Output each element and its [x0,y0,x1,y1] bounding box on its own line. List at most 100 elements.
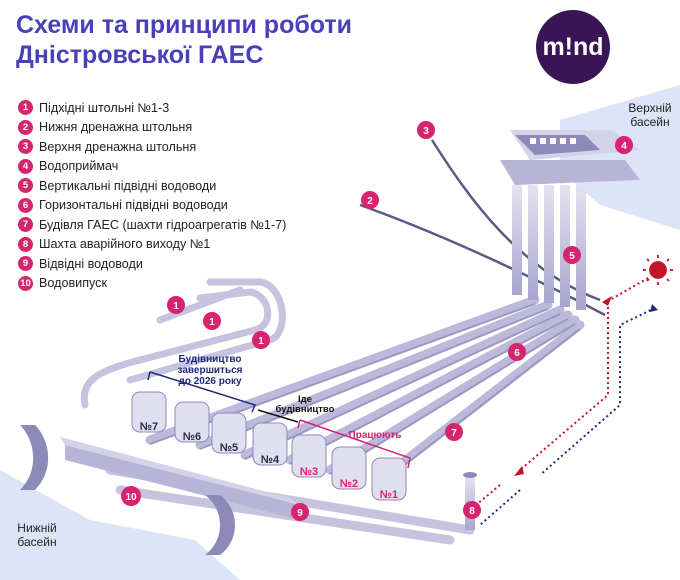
legend-item: 5 Вертикальні підвідні водоводи [18,176,286,196]
legend-number-badge: 3 [18,139,33,155]
svg-text:1: 1 [173,301,179,312]
legend-item-label: Водовипуск [39,276,107,291]
legend-item-label: Відвідні водоводи [39,256,143,271]
marker-emergency-shaft: 8 [463,501,481,519]
marker-upper-drainage: 3 [417,121,435,139]
title-line-2: Дністровської ГАЕС [16,41,264,69]
svg-text:1: 1 [209,317,215,328]
svg-text:4: 4 [621,141,627,152]
unit-5: №5 [211,412,247,454]
unit-1: №1 [371,457,407,501]
flow-arrowheads [514,296,658,476]
lower-basin-label-line-2: басейн [17,535,56,549]
legend-item-label: Водоприймач [39,159,119,174]
legend-item: 2 Нижня дренажна штольня [18,118,286,138]
legend-number-badge: 5 [18,178,33,194]
legend-item: 7 Будівля ГАЕС (шахти гідроагрегатів №1-7… [18,215,286,235]
page-title: Схеми та принципи роботи Дністровської Г… [16,10,352,70]
unit-3-label: №3 [300,466,318,478]
unit-6: №6 [174,401,210,443]
svg-text:9: 9 [297,508,303,519]
lower-drainage-gallery [359,203,606,317]
svg-text:7: 7 [451,428,457,439]
outlet-structure [20,425,300,555]
working-label: Працюють [349,430,402,441]
legend-item: 10 Водовипуск [18,274,286,294]
unit-6-label: №6 [183,431,201,443]
unit-3: №3 [291,434,327,478]
unit-5-label: №5 [220,442,238,454]
svg-text:5: 5 [569,251,575,262]
legend-item-label: Горизонтальні підвідні водоводи [39,198,228,213]
intake-structure [500,130,640,185]
legend-number-badge: 4 [18,158,33,174]
legend-item: 1 Підхідні штольні №1-3 [18,98,286,118]
vertical-penstocks [512,185,586,310]
legend-number-badge: 10 [18,275,33,291]
upper-basin-label-line-1: Верхній [628,101,671,115]
sun-icon [643,255,673,285]
basin-labels: Верхній басейн Нижній басейн [17,101,671,549]
title-line-1: Схеми та принципи роботи [16,11,353,39]
legend-item: 6 Горизонтальні підвідні водоводи [18,196,286,216]
svg-text:6: 6 [514,348,520,359]
marker-vertical-penstocks: 5 [563,246,581,264]
svg-text:2: 2 [367,196,373,207]
generating-flow-arrows [479,307,656,526]
legend-number-badge: 9 [18,256,33,272]
emergency-exit-shaft [463,472,477,530]
lower-basin-water [0,470,240,580]
marker-intake: 4 [615,136,633,154]
status-annotations: Будівництво завершиться до 2026 року Іде… [147,354,411,469]
svg-text:3: 3 [423,126,429,137]
turbine-units: №7 №6 №5 №4 №3 №2 №1 [131,391,407,501]
upper-drainage-gallery [430,139,601,302]
legend-item: 3 Верхня дренажна штольня [18,137,286,157]
ongoing-label-line-2: будівництво [276,404,335,415]
unit-4: №4 [252,422,288,466]
legend-number-badge: 1 [18,100,33,116]
upper-basin-label-line-2: басейн [630,115,669,129]
lower-basin-label-line-1: Нижній [17,521,56,535]
legend-item: 9 Відвідні водоводи [18,254,286,274]
legend-number-badge: 6 [18,197,33,213]
ongoing-label-line-1: Іде [298,394,312,405]
svg-text:8: 8 [469,506,475,517]
construction-label-line-3: до 2026 року [178,376,241,387]
legend-item-label: Верхня дренажна штольня [39,139,197,154]
legend-item: 4 Водоприймач [18,157,286,177]
unit-1-label: №1 [380,489,398,501]
marker-horizontal-penstocks: 6 [508,343,526,361]
legend: 1 Підхідні штольні №1-3 2 Нижня дренажна ш… [18,98,286,293]
legend-item-label: Будівля ГАЕС (шахти гідроагрегатів №1-7) [39,217,287,232]
horizontal-headrace-pipes-shade [149,303,581,485]
marker-access-tunnel-1: 1 [167,296,185,314]
legend-number-badge: 7 [18,217,33,233]
pumping-flow-arrows [469,277,649,511]
upper-basin-water [560,85,680,230]
unit-2: №2 [331,446,367,490]
mind-logo: m!nd [536,10,610,84]
legend-item-label: Вертикальні підвідні водоводи [39,178,217,193]
legend-number-badge: 2 [18,119,33,135]
legend-number-badge: 8 [18,236,33,252]
svg-text:1: 1 [258,336,264,347]
unit-7-label: №7 [140,421,158,433]
marker-lower-drainage: 2 [361,191,379,209]
marker-access-tunnel-3: 1 [252,331,270,349]
legend-item-label: Нижня дренажна штольня [39,120,193,135]
legend-item-label: Підхідні штольні №1-3 [39,100,170,115]
svg-text:10: 10 [125,492,137,503]
construction-label-line-1: Будівництво [179,354,242,365]
legend-item-label: Шахта аварійного виходу №1 [39,237,211,252]
marker-tailrace: 9 [291,503,309,521]
unit-7: №7 [131,391,167,433]
marker-access-tunnel-2: 1 [203,312,221,330]
unit-2-label: №2 [340,478,358,490]
marker-powerhouse: 7 [445,423,463,441]
marker-outlet: 10 [121,486,141,506]
legend-item: 8 Шахта аварійного виходу №1 [18,235,286,255]
unit-4-label: №4 [261,454,280,466]
construction-label-line-2: завершиться [177,365,242,376]
